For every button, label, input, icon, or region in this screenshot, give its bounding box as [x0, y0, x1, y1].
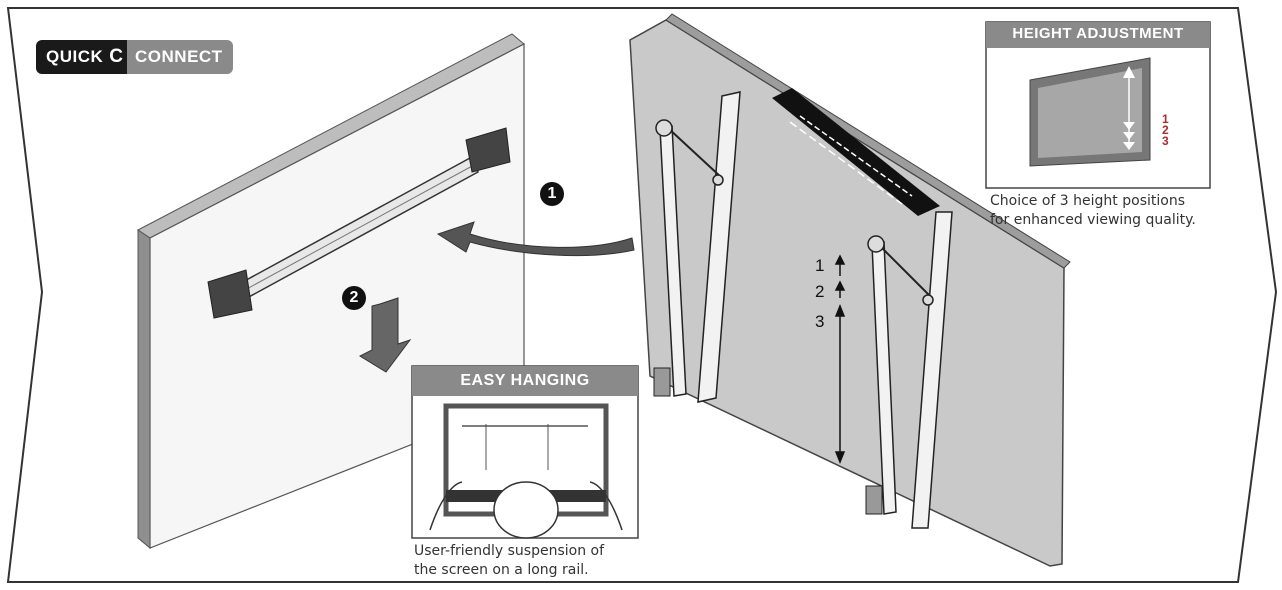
warning-label [772, 88, 940, 216]
arrow-down-icon [358, 297, 412, 373]
height-caption-line-1: Choice of 3 height positions [990, 193, 1185, 209]
arrow-attach-icon [436, 221, 635, 257]
tv-bracket-right [865, 211, 953, 529]
step-one-marker: 1 [540, 182, 564, 206]
height-adjustment-panel [985, 21, 1211, 189]
height-number-2: 2 [815, 282, 825, 301]
height-number-3: 3 [815, 312, 825, 331]
tv-bracket-left [653, 91, 741, 403]
height-number-1: 1 [815, 256, 825, 275]
height-arrows [834, 254, 846, 465]
quick-connect-badge: QUICK C CONNECT [36, 40, 233, 74]
height-caption-line-2: for enhanced viewing quality. [990, 212, 1196, 228]
inset-number-2: 2 [1162, 123, 1169, 137]
height-adjustment-caption: Choice of 3 height positions for enhance… [990, 192, 1196, 230]
easy-caption-line-1: User-friendly suspension of [414, 543, 605, 559]
inset-number-3: 3 [1162, 134, 1169, 148]
badge-c-logo: C [109, 40, 128, 74]
easy-caption-line-2: the screen on a long rail. [414, 562, 589, 578]
wall-rail [207, 127, 511, 319]
step-two-marker: 2 [342, 286, 366, 310]
height-adjustment-title: HEIGHT ADJUSTMENT [1012, 25, 1184, 42]
inset-number-1: 1 [1162, 112, 1169, 126]
easy-hanging-title: EASY HANGING [460, 372, 590, 389]
easy-hanging-panel [411, 365, 639, 539]
badge-quick-label: QUICK [36, 40, 110, 74]
badge-connect-label: CONNECT [127, 40, 233, 74]
easy-hanging-caption: User-friendly suspension of the screen o… [414, 542, 604, 580]
